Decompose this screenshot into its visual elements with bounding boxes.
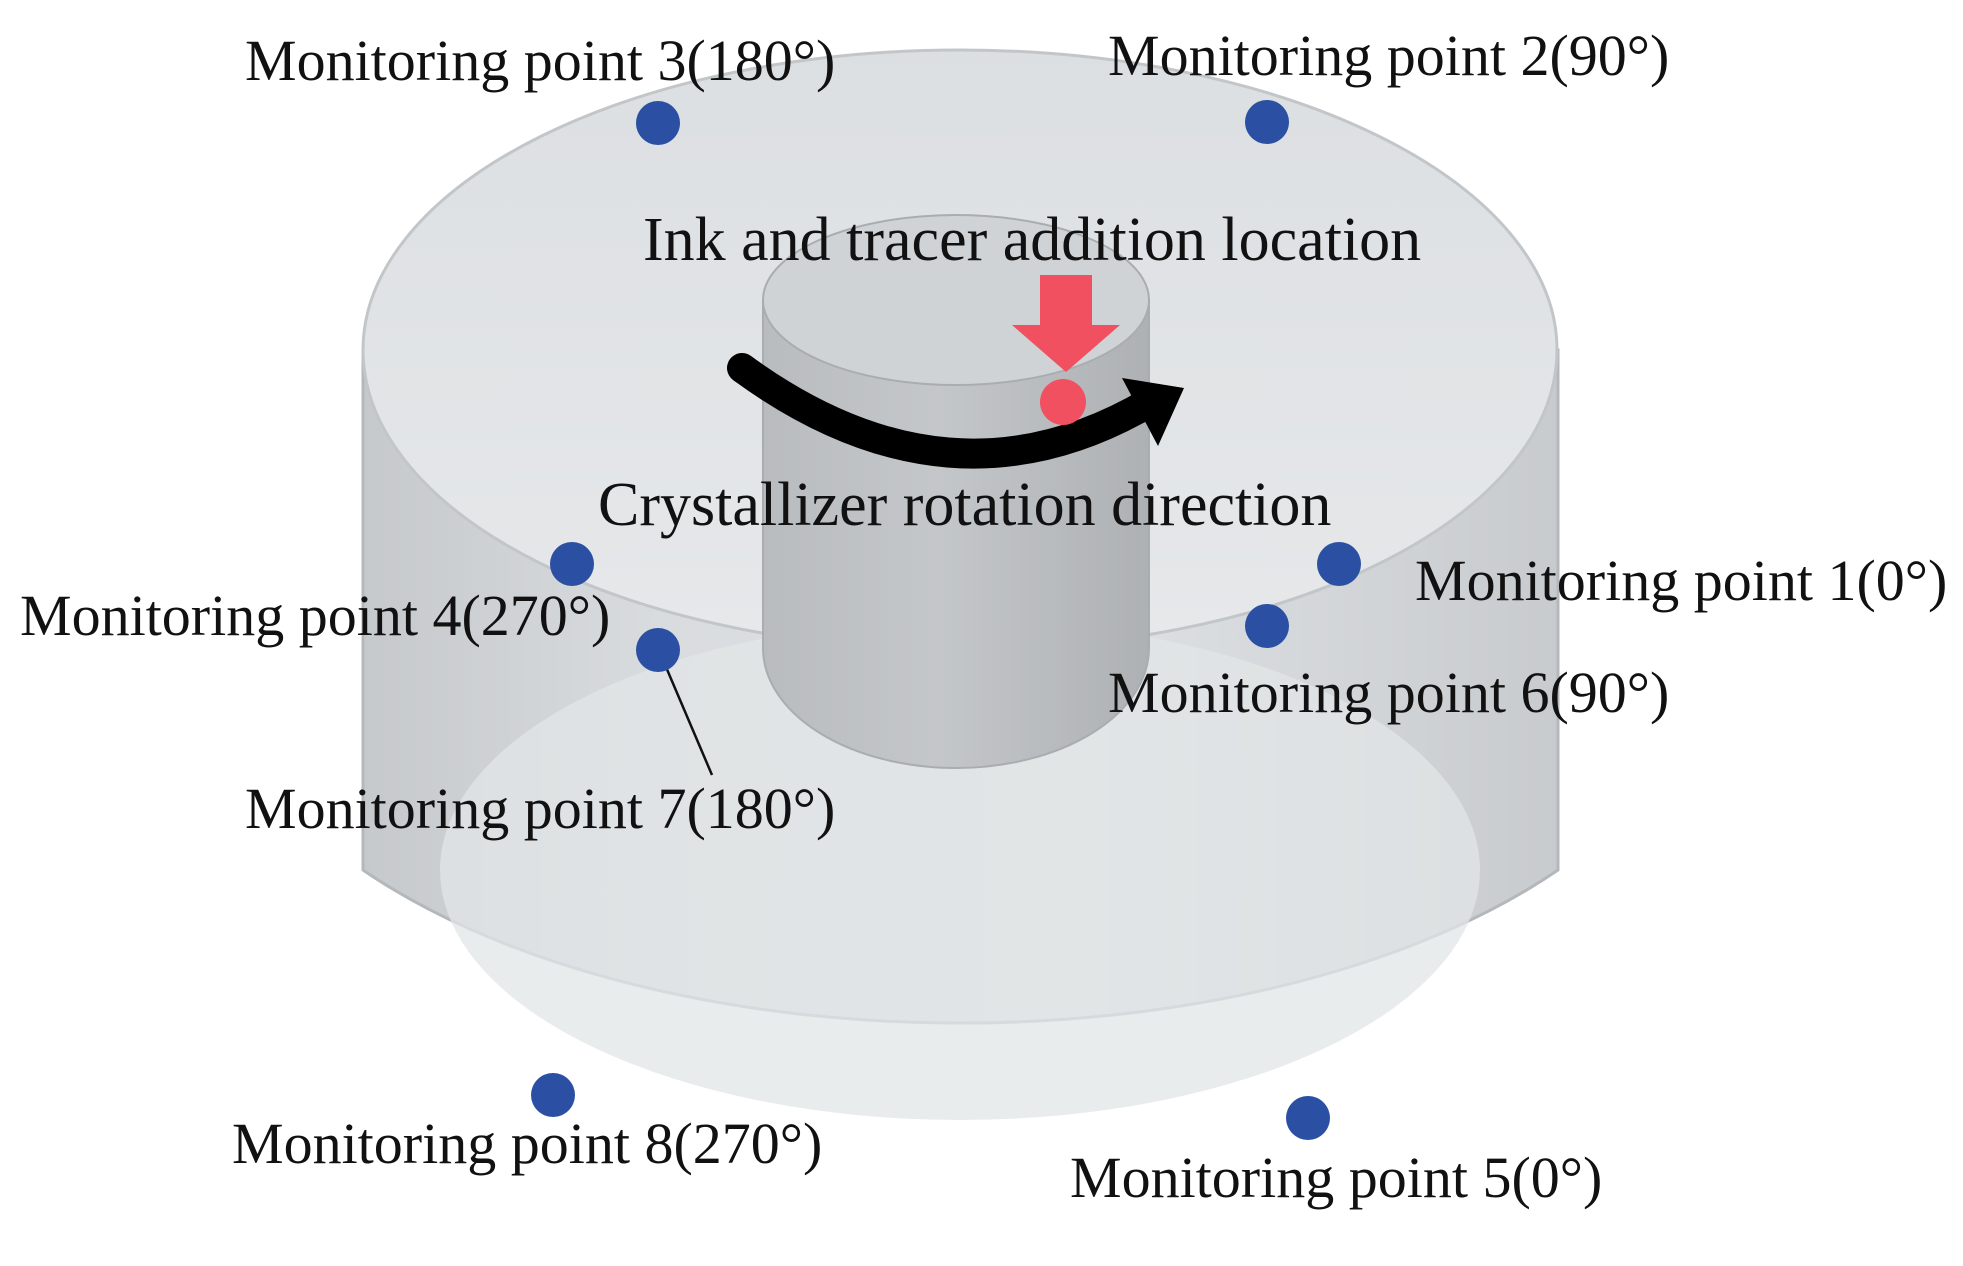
monitoring-point-7-marker [636,628,680,672]
monitoring-point-2-label: Monitoring point 2(90°) [1108,23,1669,88]
monitoring-point-5-marker [1286,1096,1330,1140]
monitoring-point-8-label: Monitoring point 8(270°) [232,1111,822,1176]
rotation-direction-label: Crystallizer rotation direction [598,471,1331,539]
rotation-arrow [727,353,1165,469]
monitoring-point-1-label: Monitoring point 1(0°) [1415,548,1947,613]
monitoring-point-1-marker [1317,542,1361,586]
monitoring-point-4-label: Monitoring point 4(270°) [20,583,610,648]
monitoring-point-8-marker [531,1073,575,1117]
addition-location-label: Ink and tracer addition location [643,206,1421,274]
monitoring-point-2-marker [1245,100,1289,144]
monitoring-point-4-marker [550,542,594,586]
monitoring-point-7-label: Monitoring point 7(180°) [245,776,835,841]
monitoring-point-3-marker [636,101,680,145]
tracer-arrow-icon [1012,275,1120,372]
monitoring-point-5-label: Monitoring point 5(0°) [1070,1145,1602,1210]
monitoring-point-6-marker [1245,604,1289,648]
monitoring-point-6-label: Monitoring point 6(90°) [1108,660,1669,725]
monitoring-point-3-label: Monitoring point 3(180°) [245,28,835,93]
rotation-arrowhead-icon [1122,378,1184,446]
point7-leader-line [661,659,714,776]
tracer-addition-dot [1040,379,1086,425]
